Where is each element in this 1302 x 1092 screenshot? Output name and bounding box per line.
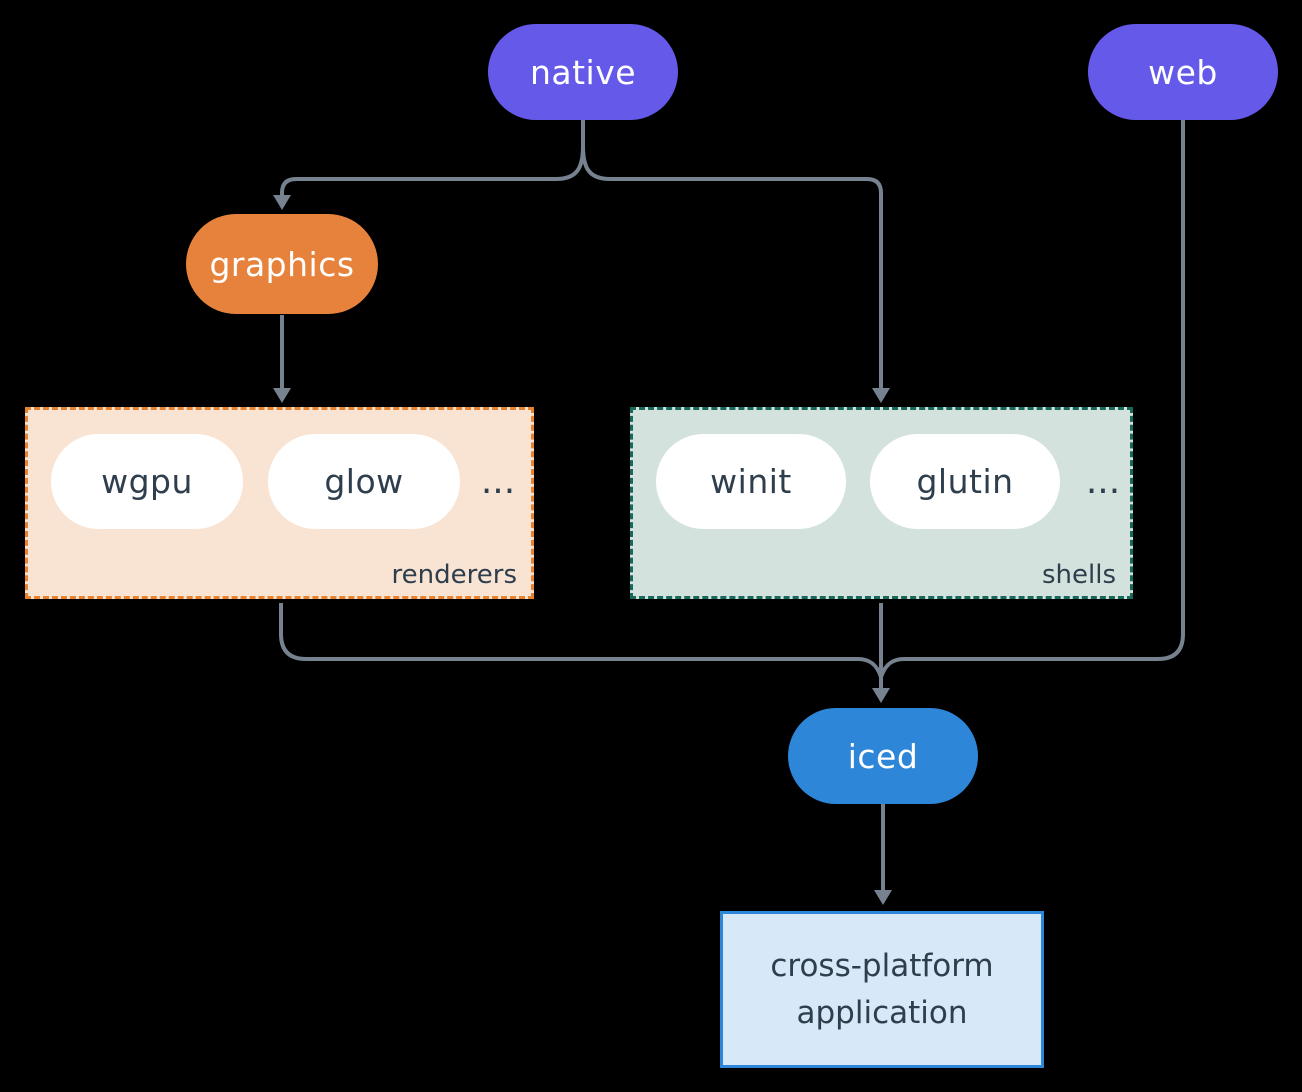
node-iced: iced [788, 708, 978, 804]
renderers-ellipsis: ... [480, 461, 516, 502]
edge-renderers-merge [279, 603, 883, 678]
node-graphics-label: graphics [209, 244, 355, 284]
node-application-label: cross-platform application [770, 948, 994, 1031]
node-web: web [1088, 24, 1278, 120]
node-glow-label: glow [324, 462, 404, 501]
shells-group-label: shells [1041, 560, 1116, 590]
arrowhead-shells [872, 388, 890, 403]
node-native: native [488, 24, 678, 120]
arrowhead-iced [872, 688, 890, 703]
node-glutin: glutin [870, 434, 1060, 529]
node-graphics: graphics [186, 214, 378, 314]
arrowhead-application [874, 890, 892, 905]
node-winit-label: winit [710, 462, 792, 501]
group-shells: winit glutin ... shells [630, 407, 1133, 599]
arrowhead-renderers [273, 388, 291, 403]
node-wgpu: wgpu [51, 434, 243, 529]
arrowhead-graphics [273, 195, 291, 210]
edge-native-shells [581, 120, 883, 388]
edge-native-graphics [280, 120, 585, 196]
node-glow: glow [268, 434, 460, 529]
node-native-label: native [529, 52, 637, 92]
renderers-group-label: renderers [391, 560, 517, 590]
node-iced-label: iced [847, 736, 919, 776]
group-renderers: wgpu glow ... renderers [25, 407, 534, 599]
node-glutin-label: glutin [916, 462, 1014, 501]
node-web-label: web [1148, 52, 1218, 92]
shells-ellipsis: ... [1085, 461, 1121, 502]
node-cross-platform-application: cross-platform application [720, 911, 1044, 1068]
node-winit: winit [656, 434, 846, 529]
node-wgpu-label: wgpu [101, 462, 193, 501]
edge-web-merge [879, 120, 1185, 678]
